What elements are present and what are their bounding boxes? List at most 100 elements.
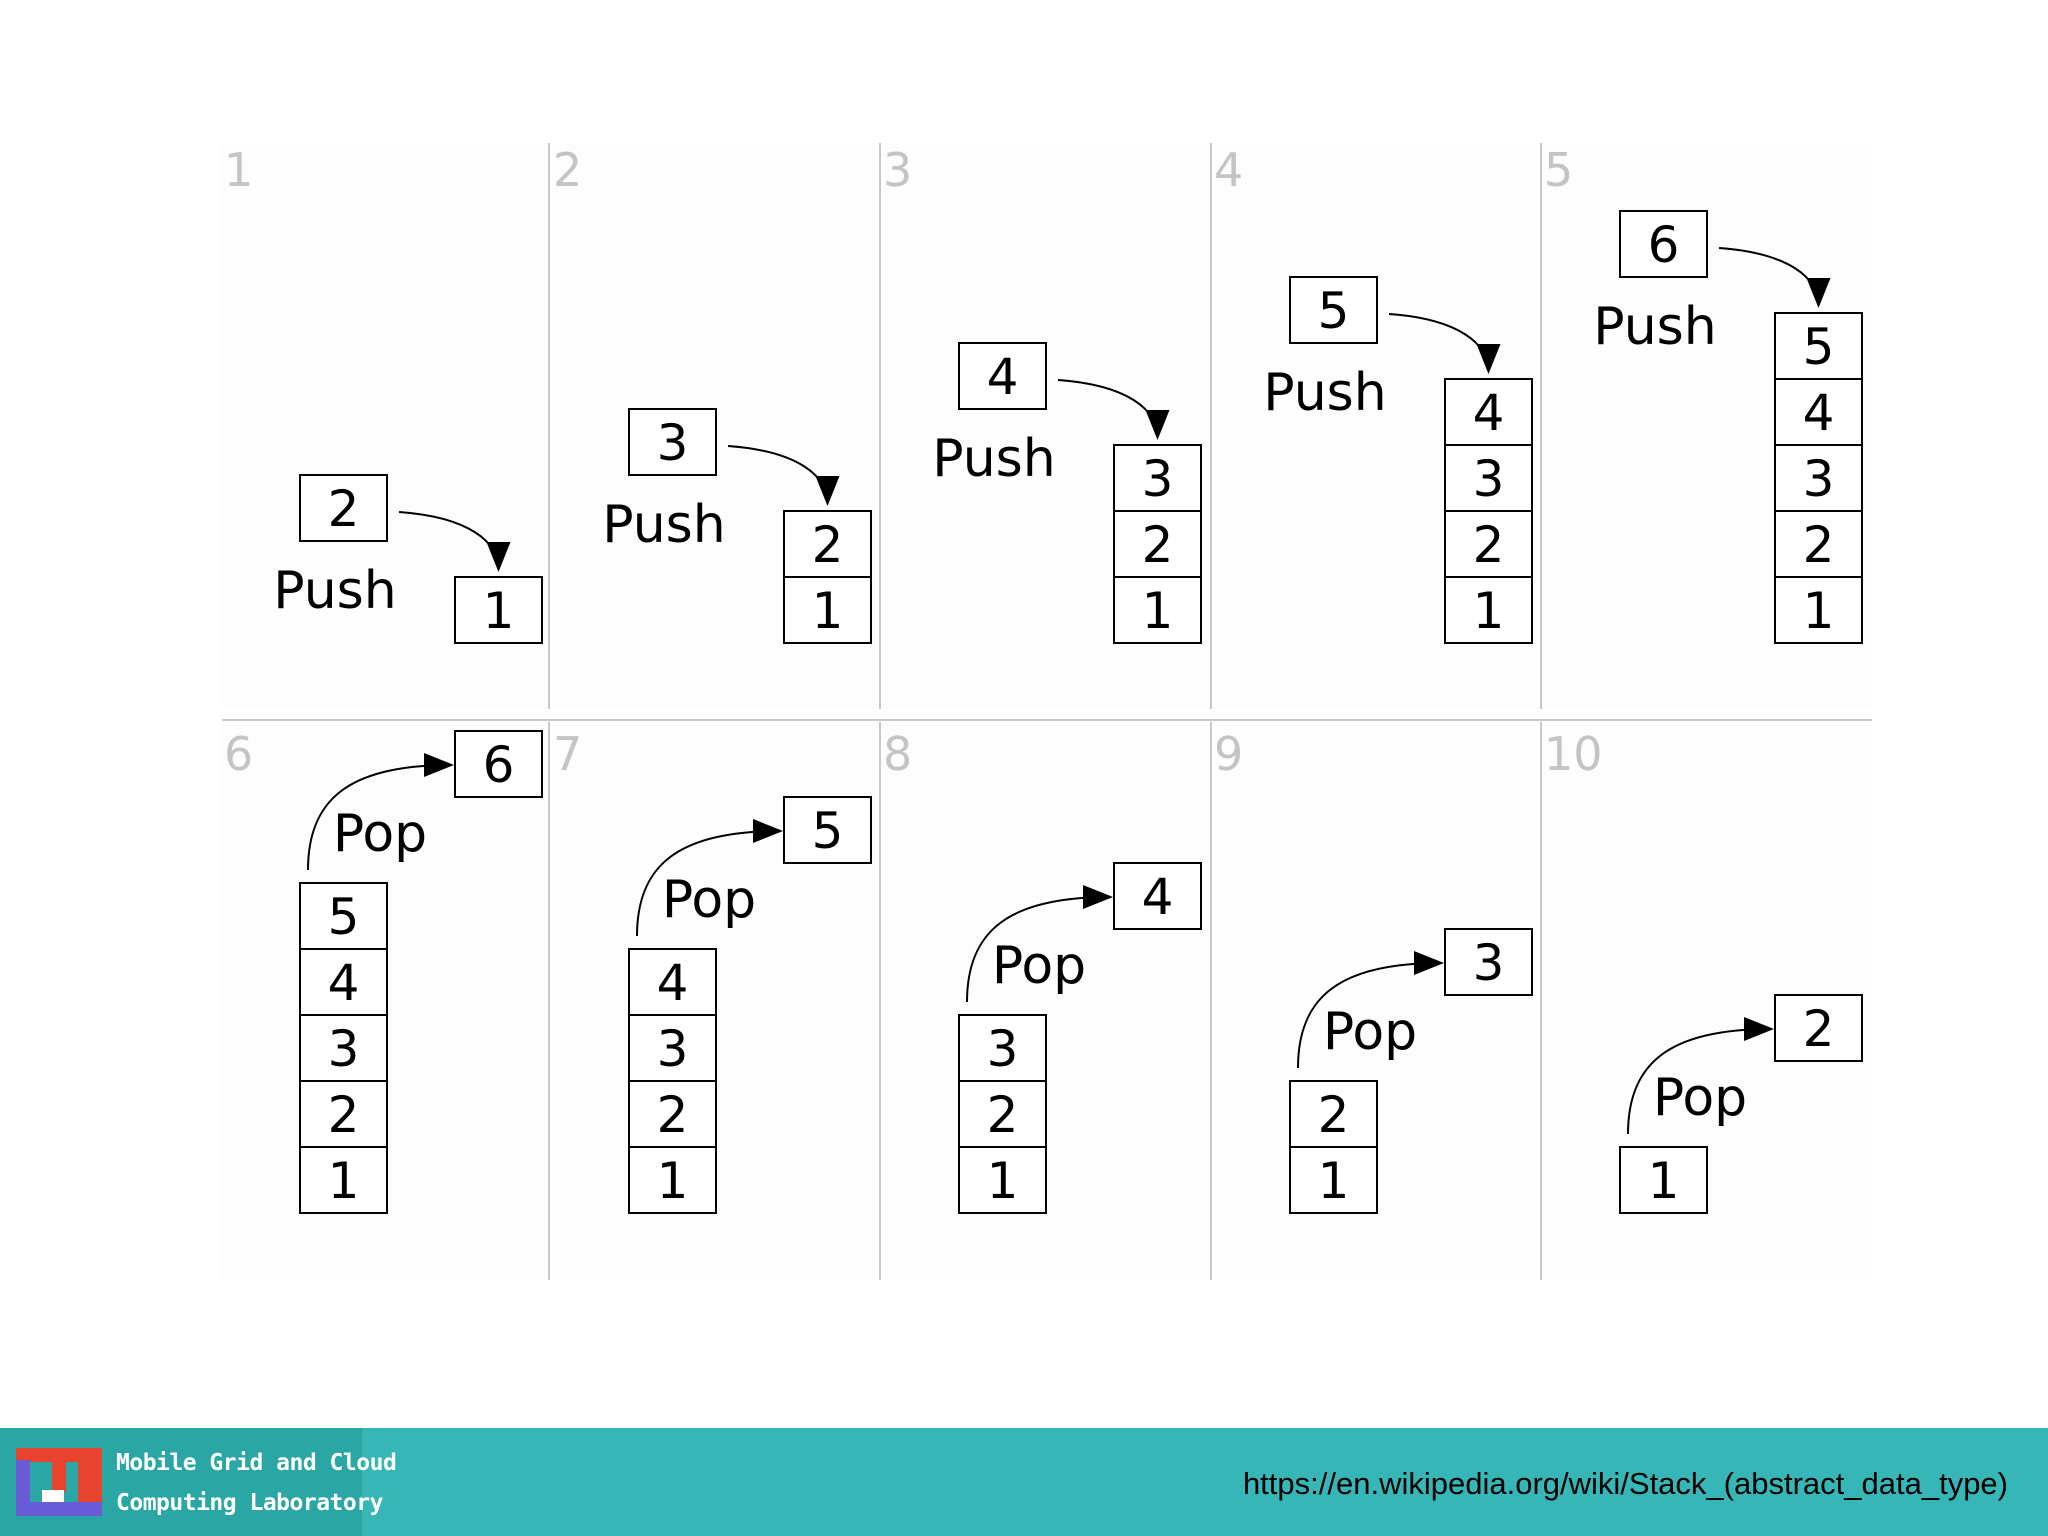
- popped-item-box: [1774, 994, 1863, 1062]
- stack-item-label: 1: [1318, 1152, 1350, 1210]
- lab-logo-icon: [16, 1448, 102, 1516]
- push-arrow: [1388, 313, 1501, 374]
- pushed-item-box: [299, 474, 388, 542]
- popped-item-label: 3: [1473, 934, 1505, 992]
- panel-number-5: 5: [1544, 143, 1573, 197]
- stack-item-box: [1113, 444, 1202, 512]
- stack-item-label: 1: [1142, 582, 1174, 640]
- stack-item-label: 5: [328, 888, 360, 946]
- stack-item-label: 1: [1803, 582, 1835, 640]
- push-arrow: [727, 445, 840, 506]
- stack-item-box: [299, 948, 388, 1016]
- stack-item-box: [299, 1014, 388, 1082]
- operation-label-pop: Pop: [333, 804, 427, 864]
- panel-number-10: 10: [1544, 727, 1603, 781]
- popped-item-box: [783, 796, 872, 864]
- pushed-item-label: 2: [328, 480, 360, 538]
- stack-item-box: [299, 882, 388, 950]
- pop-arrow: [636, 819, 783, 937]
- stack-item-box: [958, 1080, 1047, 1148]
- operation-label-pop: Pop: [1323, 1002, 1417, 1062]
- stack-item-box: [628, 1014, 717, 1082]
- panel-number-9: 9: [1214, 727, 1243, 781]
- operation-label-push: Push: [932, 429, 1055, 489]
- stack-item-label: 1: [328, 1152, 360, 1210]
- operation-label-push: Push: [273, 561, 396, 621]
- popped-item-label: 5: [812, 802, 844, 860]
- stack-item-box: [783, 576, 872, 644]
- stack-item-box: [1774, 378, 1863, 446]
- stack-item-box: [1113, 510, 1202, 578]
- stack-item-label: 4: [1473, 384, 1505, 442]
- stack-item-label: 4: [1803, 384, 1835, 442]
- stack-item-box: [299, 1080, 388, 1148]
- stack-item-box: [299, 1146, 388, 1214]
- pushed-item-box: [1289, 276, 1378, 344]
- stack-item-label: 2: [812, 516, 844, 574]
- push-arrow: [1718, 247, 1831, 308]
- stack-item-box: [783, 510, 872, 578]
- stack-item-label: 1: [657, 1152, 689, 1210]
- popped-item-label: 4: [1142, 868, 1174, 926]
- lab-logo: Mobile Grid and Cloud Computing Laborato…: [0, 1428, 397, 1536]
- stack-item-box: [1444, 576, 1533, 644]
- lab-name-line-2: Computing Laboratory: [116, 1490, 383, 1516]
- stack-item-label: 1: [987, 1152, 1019, 1210]
- stack-item-label: 5: [1803, 318, 1835, 376]
- stack-item-label: 3: [1473, 450, 1505, 508]
- stack-item-label: 3: [328, 1020, 360, 1078]
- pushed-item-label: 3: [657, 414, 689, 472]
- pushed-item-box: [628, 408, 717, 476]
- stack-item-box: [1113, 576, 1202, 644]
- stack-item-label: 1: [483, 582, 515, 640]
- pushed-item-label: 5: [1318, 282, 1350, 340]
- panel-number-1: 1: [224, 143, 253, 197]
- panel-number-3: 3: [883, 143, 912, 197]
- stack-item-label: 2: [1473, 516, 1505, 574]
- stack-push-pop-diagram: 112Push2123Push31234Push412345Push512345…: [222, 143, 1872, 1280]
- stack-item-label: 2: [657, 1086, 689, 1144]
- stack-item-box: [1289, 1080, 1378, 1148]
- pushed-item-box: [1619, 210, 1708, 278]
- popped-item-box: [454, 730, 543, 798]
- stack-item-box: [1774, 576, 1863, 644]
- operation-label-push: Push: [602, 495, 725, 555]
- stack-item-box: [628, 948, 717, 1016]
- pop-arrow: [307, 753, 454, 871]
- panel-number-6: 6: [224, 727, 253, 781]
- pushed-item-label: 6: [1648, 216, 1680, 274]
- stack-item-box: [958, 1014, 1047, 1082]
- stack-item-label: 2: [328, 1086, 360, 1144]
- panel-number-8: 8: [883, 727, 912, 781]
- stack-item-label: 2: [987, 1086, 1019, 1144]
- stack-item-box: [454, 576, 543, 644]
- stack-item-box: [1774, 444, 1863, 512]
- operation-label-push: Push: [1593, 297, 1716, 357]
- stack-item-label: 3: [1142, 450, 1174, 508]
- lab-name-line-1: Mobile Grid and Cloud: [116, 1450, 397, 1476]
- operation-label-push: Push: [1263, 363, 1386, 423]
- stack-item-box: [1444, 510, 1533, 578]
- stack-item-box: [1444, 378, 1533, 446]
- push-arrow: [398, 511, 511, 572]
- footer-bar: Mobile Grid and Cloud Computing Laborato…: [0, 1428, 2048, 1536]
- pushed-item-label: 4: [987, 348, 1019, 406]
- pop-arrow: [1297, 951, 1444, 1069]
- popped-item-box: [1444, 928, 1533, 996]
- stack-item-label: 3: [657, 1020, 689, 1078]
- popped-item-label: 2: [1803, 1000, 1835, 1058]
- operation-label-pop: Pop: [662, 870, 756, 930]
- push-arrow: [1057, 379, 1170, 440]
- stack-item-label: 2: [1803, 516, 1835, 574]
- stack-item-box: [628, 1080, 717, 1148]
- stack-item-label: 4: [328, 954, 360, 1012]
- stack-item-box: [1774, 312, 1863, 380]
- stack-item-box: [1619, 1146, 1708, 1214]
- popped-item-label: 6: [483, 736, 515, 794]
- pop-arrow: [966, 885, 1113, 1003]
- panel-number-4: 4: [1214, 143, 1243, 197]
- stack-item-label: 1: [1473, 582, 1505, 640]
- operation-label-pop: Pop: [1653, 1068, 1747, 1128]
- stack-item-label: 3: [1803, 450, 1835, 508]
